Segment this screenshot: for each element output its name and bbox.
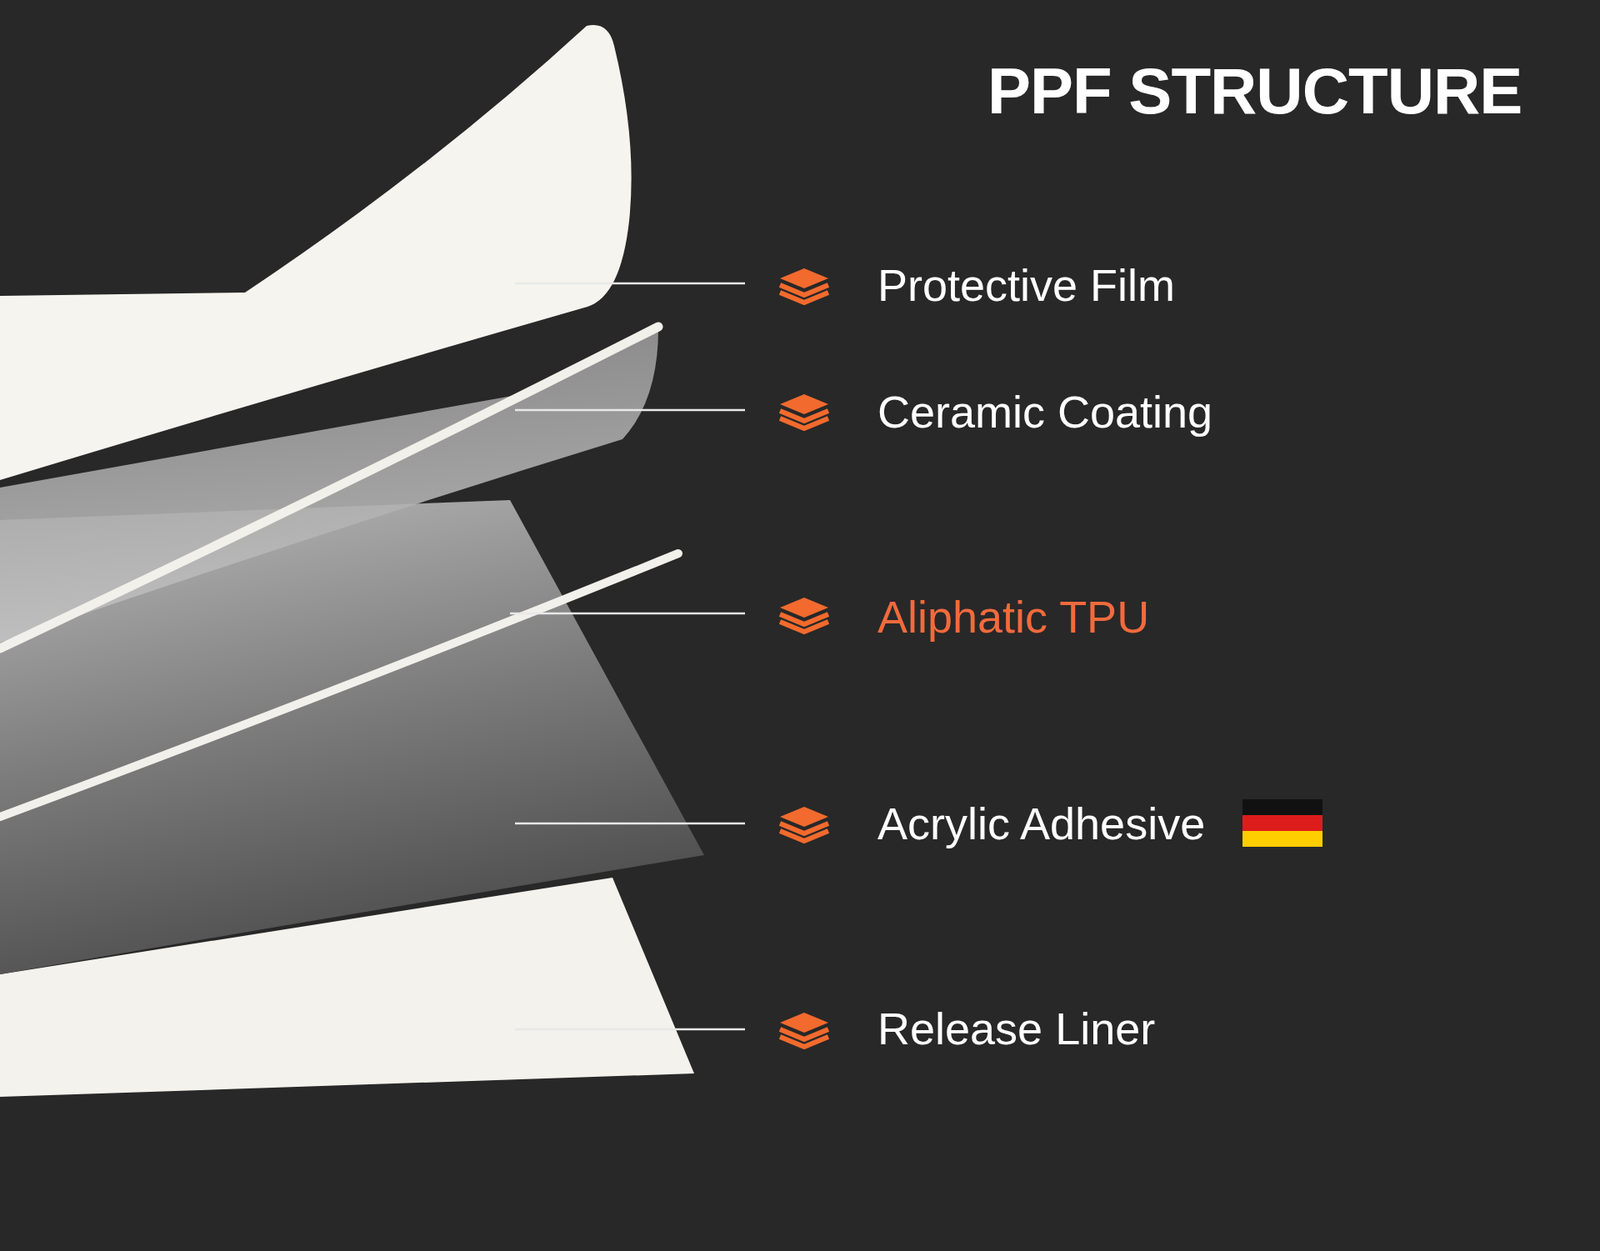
- german-flag: [1242, 799, 1323, 847]
- layer-label: Acrylic Adhesive: [877, 800, 1205, 846]
- layer-label: Release Liner: [877, 1005, 1155, 1051]
- diagram-title: PPF STRUCTURE: [987, 58, 1522, 124]
- leader-lines: [510, 283, 745, 1030]
- layer-label: Protective Film: [877, 262, 1175, 308]
- layer-icons: [780, 268, 829, 1047]
- layer-label: Ceramic Coating: [877, 389, 1213, 435]
- protective-film-sheet: [0, 25, 632, 480]
- layer-label: Aliphatic TPU: [877, 594, 1150, 640]
- tpu-edge-strip: [0, 553, 679, 817]
